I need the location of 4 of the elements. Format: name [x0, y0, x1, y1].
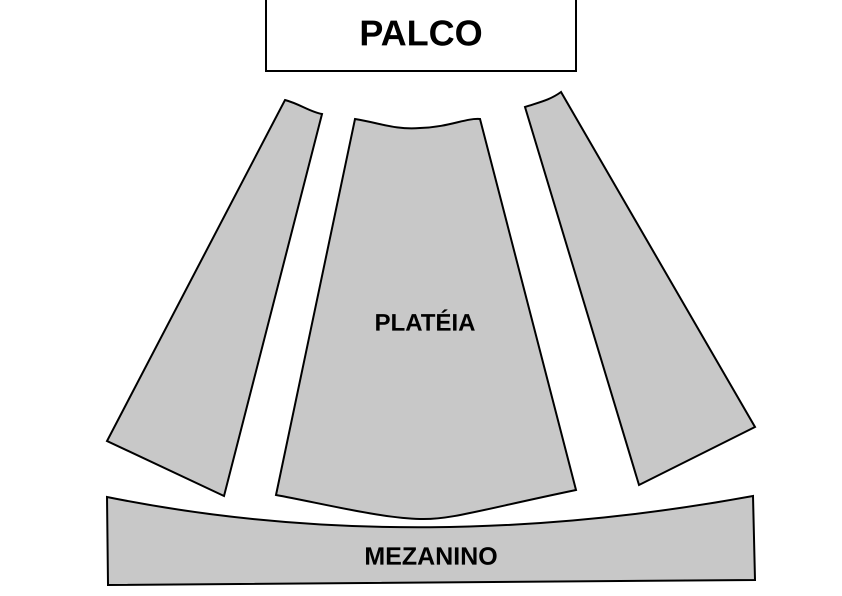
seating-section	[106, 99, 323, 497]
seating-section: MEZANINO	[106, 495, 756, 586]
seating-section	[524, 91, 756, 486]
stage-box: PALCO	[265, 0, 577, 72]
